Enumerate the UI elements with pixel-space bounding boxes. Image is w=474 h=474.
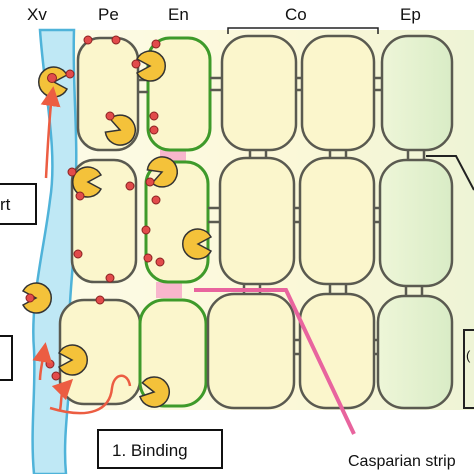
left-top-box [0, 183, 37, 225]
carrier-protein-icon [72, 166, 103, 198]
carrier-protein-icon [139, 376, 170, 408]
carrier-protein-icon [135, 50, 166, 82]
carrier-protein-icon [21, 282, 52, 314]
epidermis-cell [376, 294, 454, 410]
plasmodesmata [138, 76, 426, 356]
cortex-cell [220, 34, 298, 152]
cortex-cell [298, 292, 376, 410]
epidermis-cell [380, 34, 454, 152]
label-endodermis: En [168, 5, 189, 24]
epidermis-pointer [426, 155, 474, 191]
left-top-box-label: rt [0, 195, 11, 214]
right-glyph: ( [466, 348, 471, 363]
label-pericycle: Pe [98, 5, 119, 24]
label-xylem: Xv [27, 5, 47, 24]
carrier-protein-icon [146, 156, 178, 188]
epidermis-cells [376, 34, 454, 410]
cortex-bracket [227, 27, 379, 34]
binding-box [97, 429, 223, 469]
casparian-strip-label: Casparian strip [348, 453, 456, 470]
carrier-protein-icon [57, 344, 88, 376]
carrier-proteins [21, 50, 213, 408]
cortex-cell [206, 292, 296, 410]
cortex-cell [298, 156, 376, 286]
carrier-protein-icon [182, 228, 213, 260]
casparian-pointer [194, 288, 356, 435]
epidermis-cell [378, 158, 454, 288]
cortex-cell [218, 156, 296, 286]
label-cortex: Co [285, 5, 307, 24]
transport-arrow-icon [32, 86, 132, 415]
carrier-protein-icon [104, 114, 136, 146]
endodermis-cells [138, 36, 212, 408]
cortex-cell [300, 34, 376, 152]
left-bottom-box [0, 335, 13, 381]
binding-label: 1. Binding [112, 441, 188, 460]
cortex-cells [206, 34, 376, 410]
label-epidermis: Ep [400, 5, 421, 24]
right-bracket [463, 329, 474, 409]
endodermis-cell [138, 298, 208, 408]
